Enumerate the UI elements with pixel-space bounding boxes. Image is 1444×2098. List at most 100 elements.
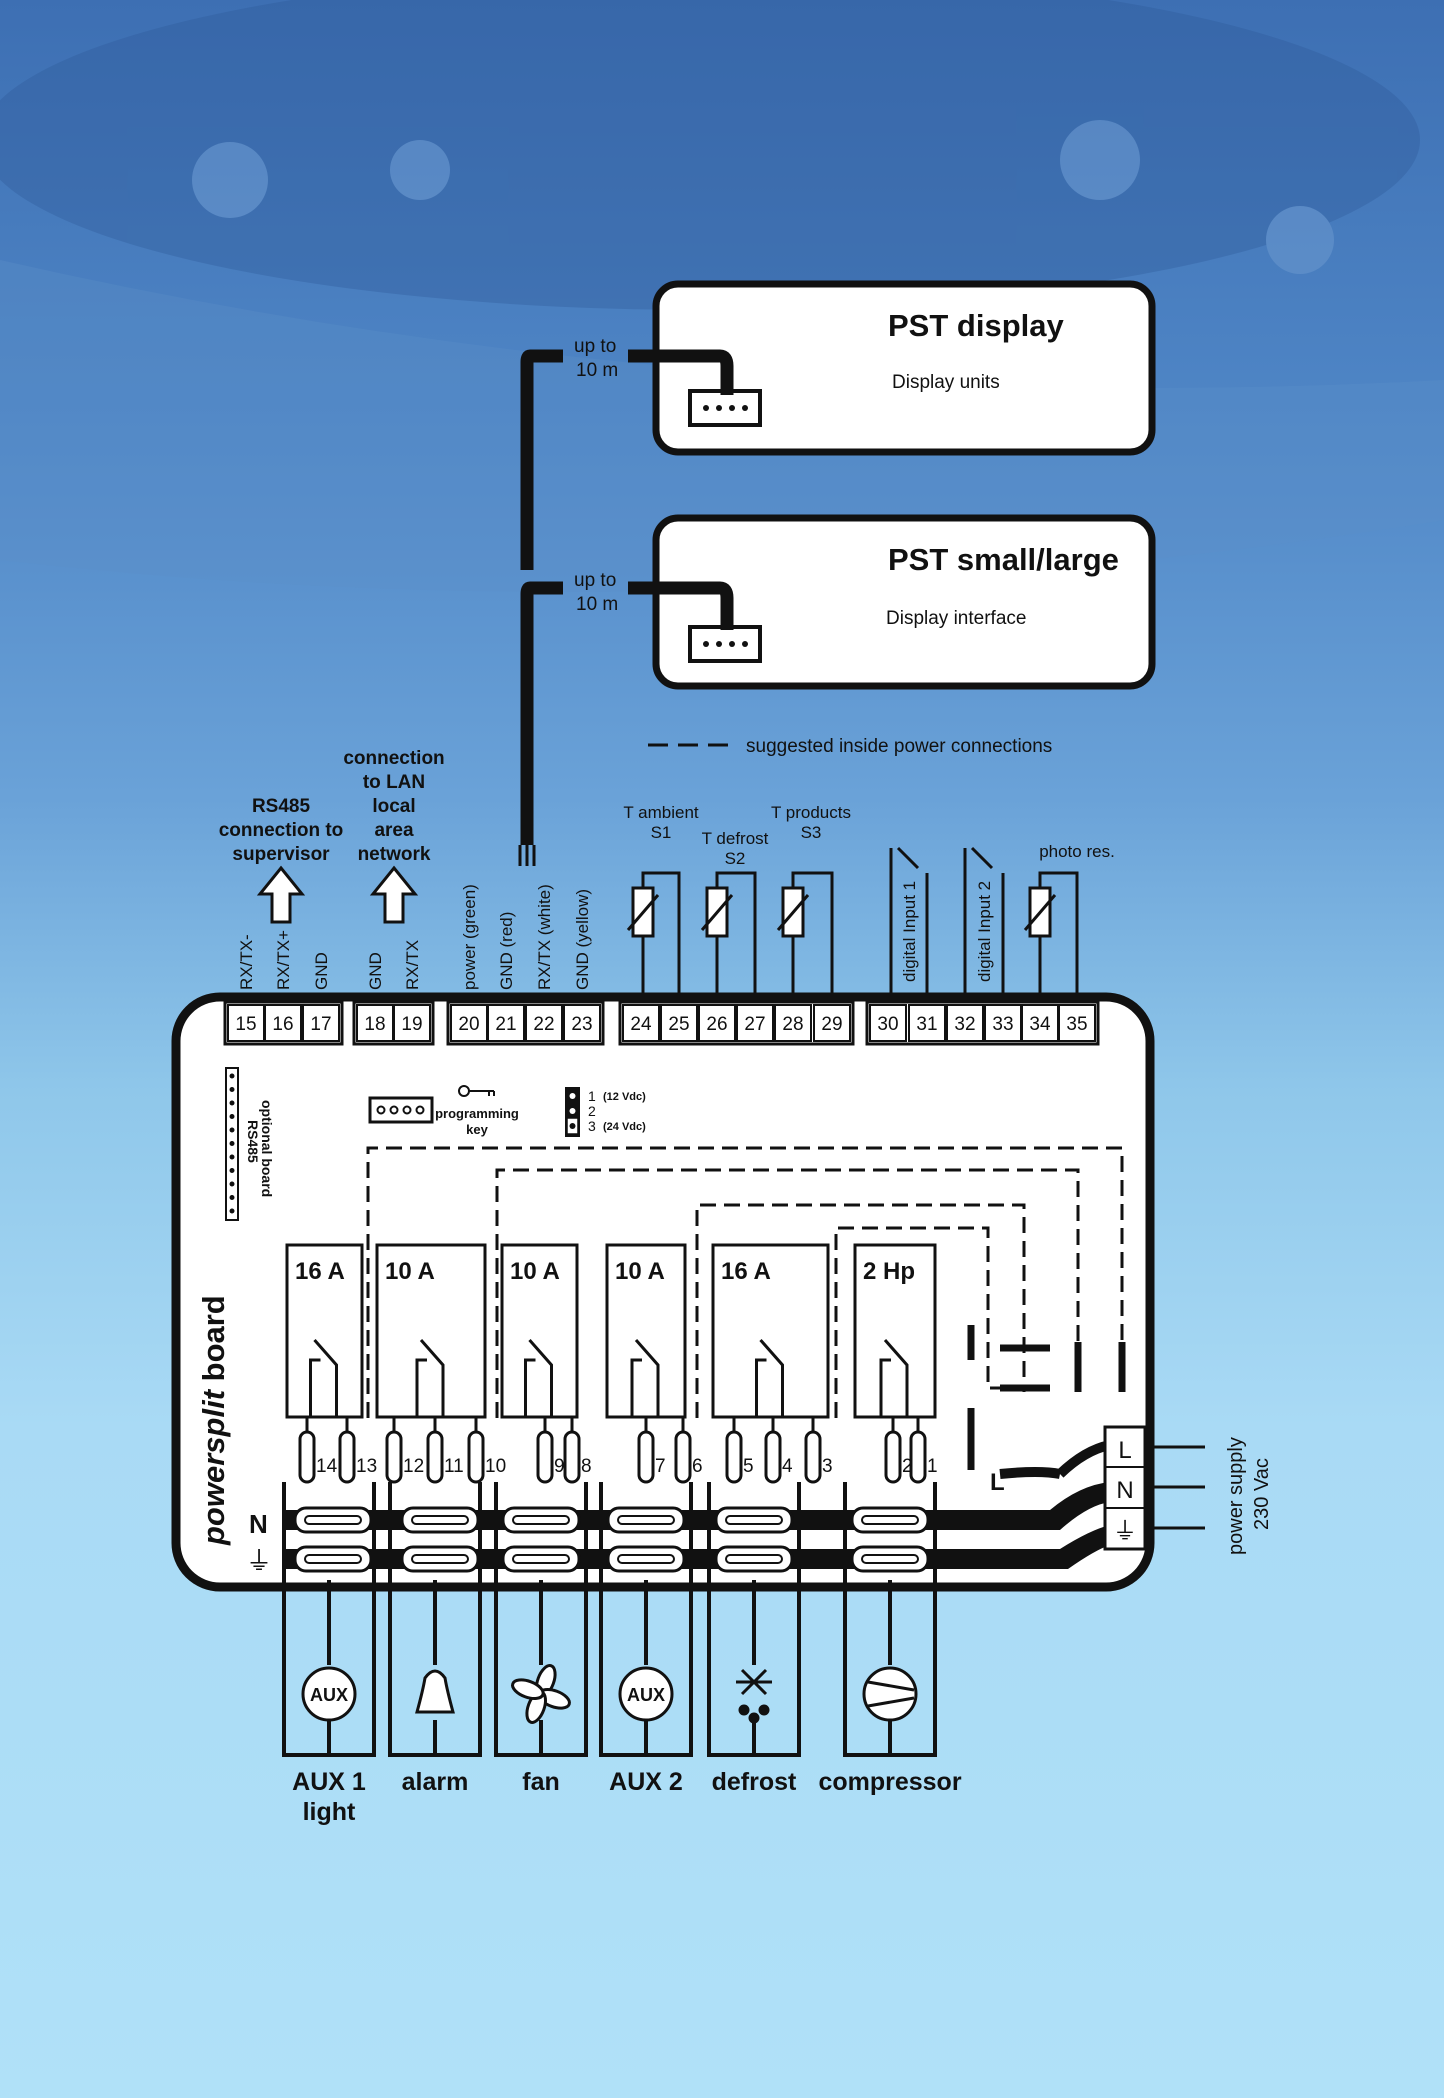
output-pin-number: 13: [356, 1456, 377, 1477]
terminal-number: 28: [782, 1014, 803, 1035]
contact-symbol: [755, 1339, 784, 1417]
rs485-label: RS485 connection to supervisor: [219, 796, 343, 924]
terminal-number: 33: [992, 1014, 1013, 1035]
photo-res-label: photo res.: [1039, 842, 1115, 861]
optional-board-label: RS485: [245, 1120, 261, 1163]
programming-key-label: programming: [435, 1106, 519, 1121]
terminal-cell: [736, 1004, 774, 1042]
pst-display-box: PST display Display units: [652, 280, 1156, 456]
programming-key: programming key: [368, 1085, 519, 1137]
output-pin: [536, 1430, 554, 1484]
terminal-lugs: [293, 1506, 930, 1573]
output-pin-number: 6: [692, 1456, 703, 1477]
earth-symbol: ⏚: [246, 1546, 272, 1576]
pin-dot: [229, 1154, 235, 1160]
pin-dot: [229, 1114, 235, 1119]
ntc-sensor-icons: [626, 886, 1057, 938]
relay-rating: 10 A: [385, 1258, 435, 1285]
rs485-optional-connector: RS485 optional board: [225, 1067, 275, 1221]
bell-icon: [415, 1669, 455, 1714]
output-pin: [909, 1430, 927, 1484]
contact-symbol: [524, 1339, 553, 1417]
relay-box: [285, 1243, 364, 1419]
terminal-number: 23: [571, 1014, 592, 1035]
terminal-number: 21: [495, 1014, 516, 1035]
load-label: AUX 1: [292, 1768, 366, 1796]
board-title-italic: powersplit: [196, 1388, 231, 1546]
load-label: light: [303, 1798, 356, 1826]
digital-input-2-label: digital Input 2: [975, 881, 994, 982]
pin-dot: [229, 1195, 235, 1200]
ps-terminal-earth: ⏚: [1113, 1518, 1137, 1545]
relay-rating: 10 A: [615, 1258, 665, 1285]
terminal-number: 30: [877, 1014, 898, 1035]
output-pin-number: 10: [485, 1456, 506, 1477]
terminal-number: 35: [1066, 1014, 1087, 1035]
terminal-cell: [264, 1004, 302, 1042]
contact-symbol: [879, 1339, 909, 1417]
terminal-cell: [869, 1004, 907, 1042]
output-pin-number: 12: [403, 1456, 424, 1477]
jumper-label: 2: [588, 1103, 596, 1119]
output-pin: [385, 1430, 403, 1484]
ps-terminal-l: L: [1118, 1437, 1131, 1464]
pin-dot: [229, 1181, 235, 1187]
terminal-name: GND (yellow): [573, 889, 592, 990]
pst-display-subtitle: Display units: [892, 372, 1000, 393]
rs485-label-line: supervisor: [232, 844, 330, 865]
terminal-number: 26: [706, 1014, 727, 1035]
relay: 2 Hp: [853, 1243, 937, 1419]
cable-length-label: 10 m: [576, 594, 618, 615]
terminal-name: RX/TX (white): [535, 884, 554, 990]
digital-input-labels: digital Input 1 digital Input 2: [900, 881, 994, 982]
pst-small-large-subtitle: Display interface: [886, 608, 1026, 629]
terminal-cell: [393, 1004, 431, 1042]
terminal-cell: [487, 1004, 525, 1042]
load-label: defrost: [712, 1768, 797, 1796]
relay-rating: 16 A: [295, 1258, 345, 1285]
lan-label-line: to LAN: [363, 772, 425, 793]
cable-length-label: up to: [574, 336, 616, 357]
load-label: alarm: [402, 1768, 469, 1796]
terminal-number: 31: [916, 1014, 937, 1035]
relay-box: [853, 1243, 937, 1419]
terminal-number: 16: [272, 1014, 293, 1035]
sensor-labels: T ambient S1 T defrost S2 T products S3 …: [623, 803, 1114, 868]
terminal-name: RX/TX+: [274, 930, 293, 990]
legend-label: suggested inside power connections: [746, 736, 1052, 757]
output-pin-number: 4: [782, 1456, 793, 1477]
internal-power-connections: [366, 1146, 1124, 1418]
terminal-number: 18: [364, 1014, 385, 1035]
load-5: defrost: [707, 1482, 801, 1796]
terminal-number: 22: [533, 1014, 554, 1035]
aux-icon: [301, 1666, 357, 1722]
pst-small-large-title: PST small/large: [888, 542, 1119, 577]
output-pin: [467, 1430, 485, 1484]
relay-rating: 10 A: [510, 1258, 560, 1285]
terminal-name: RX/TX-: [237, 934, 256, 990]
terminal-number: 19: [401, 1014, 422, 1035]
output-pin: [298, 1430, 316, 1484]
output-pin-number: 7: [655, 1456, 666, 1477]
jumper-label: (24 Vdc): [603, 1121, 646, 1133]
pin-dot: [229, 1208, 235, 1214]
jumper-label: (12 Vdc): [603, 1091, 646, 1103]
terminal-number: 20: [458, 1014, 479, 1035]
digital-input-1-label: digital Input 1: [900, 881, 919, 982]
output-pin-number: 2: [902, 1456, 913, 1477]
pin-dot: [229, 1073, 235, 1079]
up-arrow-icon: [256, 865, 306, 924]
jumper-label: 1: [588, 1088, 596, 1104]
power-supply-label: 230 Vac: [1251, 1458, 1273, 1530]
terminal-cell: [698, 1004, 736, 1042]
terminal-number: 15: [235, 1014, 256, 1035]
lan-label-line: local: [372, 796, 415, 817]
terminal-number: 32: [954, 1014, 975, 1035]
aux-icon-text: AUX: [627, 1685, 665, 1705]
lan-label-line: area: [374, 820, 414, 841]
compressor-icon: [862, 1666, 918, 1722]
terminal-number: 25: [668, 1014, 689, 1035]
